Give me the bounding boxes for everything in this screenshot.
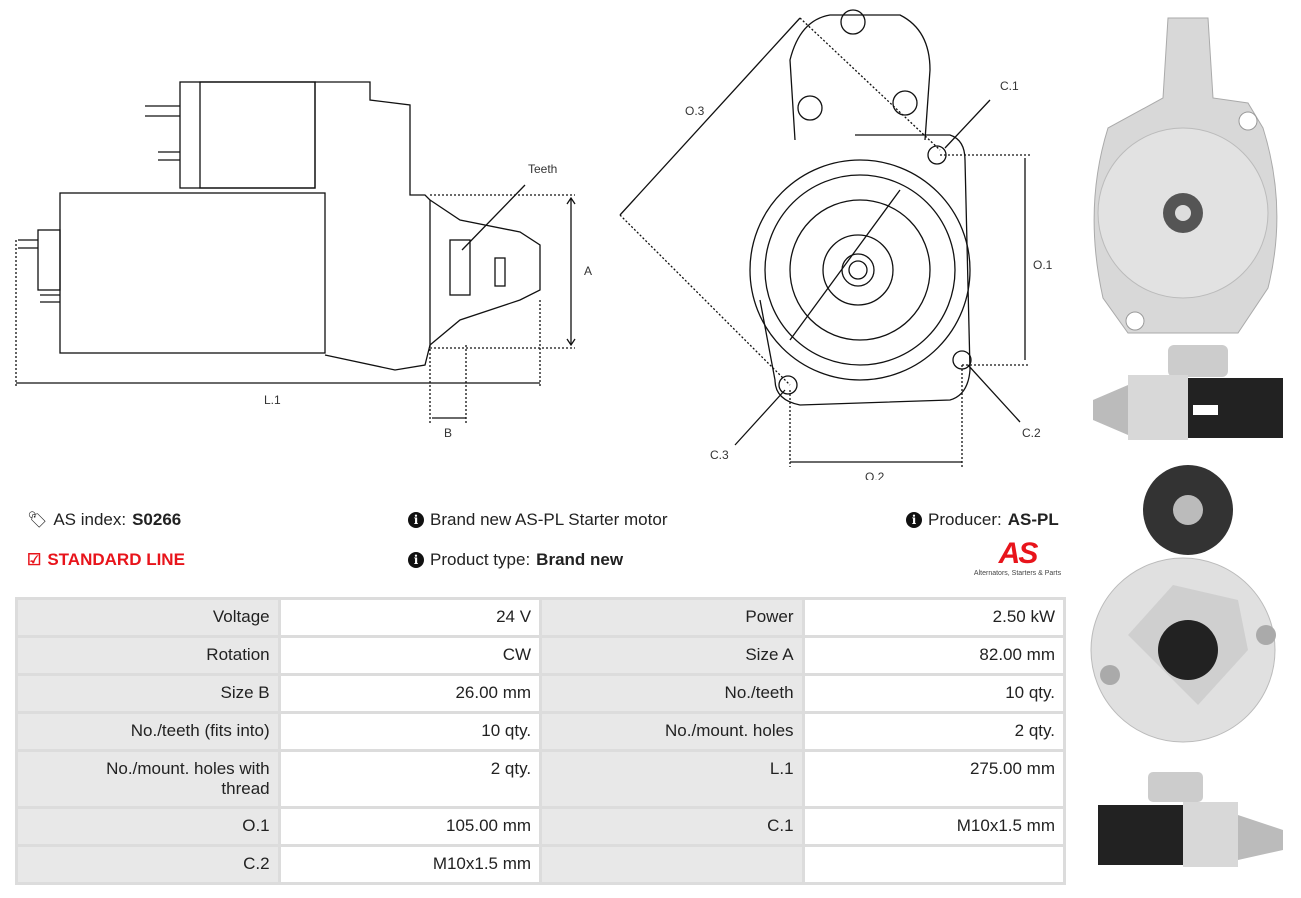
label-a: A bbox=[584, 264, 592, 278]
spec-label: Size B bbox=[15, 673, 281, 714]
label-l1: L.1 bbox=[264, 393, 281, 407]
product-photo-side bbox=[1088, 340, 1288, 458]
spec-value: M10x1.5 mm bbox=[801, 806, 1067, 847]
description: i Brand new AS-PL Starter motor bbox=[408, 510, 667, 530]
spec-value: 10 qty. bbox=[801, 673, 1067, 714]
description-text: Brand new AS-PL Starter motor bbox=[430, 510, 668, 529]
product-photo-front bbox=[1088, 8, 1288, 338]
spec-value: CW bbox=[277, 635, 543, 676]
product-type-value: Brand new bbox=[536, 550, 624, 569]
product-photo-side-2 bbox=[1088, 770, 1288, 890]
label-teeth: Teeth bbox=[528, 162, 557, 176]
as-index-value: S0266 bbox=[132, 510, 182, 529]
spec-value: 10 qty. bbox=[277, 711, 543, 752]
standard-line-badge: ☑ STANDARD LINE bbox=[27, 550, 185, 570]
product-type: i Product type: Brand new bbox=[408, 550, 623, 570]
spec-label: Rotation bbox=[15, 635, 281, 676]
spec-label: Power bbox=[539, 597, 805, 638]
label-b: B bbox=[444, 426, 452, 440]
spec-label: No./teeth (fits into) bbox=[15, 711, 281, 752]
spec-label: C.1 bbox=[539, 806, 805, 847]
spec-label: C.2 bbox=[15, 844, 281, 885]
spec-value: 2 qty. bbox=[801, 711, 1067, 752]
info-icon: i bbox=[906, 512, 922, 528]
producer: i Producer: AS-PL bbox=[906, 510, 1059, 530]
spec-label: No./mount. holes bbox=[539, 711, 805, 752]
tags-icon: 🏷 bbox=[27, 512, 48, 529]
spec-value: M10x1.5 mm bbox=[277, 844, 543, 885]
spec-value bbox=[801, 844, 1067, 885]
label-o3: O.3 bbox=[685, 104, 705, 118]
product-photo-rear bbox=[1088, 465, 1288, 765]
product-type-label: Product type: bbox=[430, 550, 531, 569]
spec-label: Voltage bbox=[15, 597, 281, 638]
spec-row: No./teeth (fits into)10 qty.No./mount. h… bbox=[15, 711, 1067, 752]
spec-value: 105.00 mm bbox=[277, 806, 543, 847]
line-label: STANDARD LINE bbox=[47, 550, 185, 569]
spec-value: 2 qty. bbox=[277, 749, 543, 809]
label-o1: O.1 bbox=[1033, 258, 1053, 272]
as-index: 🏷 AS index: S0266 bbox=[27, 510, 181, 530]
spec-value: 2.50 kW bbox=[801, 597, 1067, 638]
spec-label: L.1 bbox=[539, 749, 805, 809]
spec-label: No./mount. holes with thread bbox=[15, 749, 281, 809]
label-c1: C.1 bbox=[1000, 79, 1019, 93]
technical-drawing: Teeth A L.1 B O.3 C.1 O.1 C.2 O.2 C.3 bbox=[15, 9, 1053, 480]
front-view-drawing bbox=[619, 9, 1030, 467]
label-o2: O.2 bbox=[865, 470, 885, 480]
side-view-drawing bbox=[15, 81, 576, 425]
info-icon: i bbox=[408, 552, 424, 568]
spec-label: No./teeth bbox=[539, 673, 805, 714]
producer-label: Producer: bbox=[928, 510, 1002, 529]
as-pl-logo: AS Alternators, Starters & Parts bbox=[965, 537, 1070, 578]
label-c3: C.3 bbox=[710, 448, 729, 462]
logo-mark: AS bbox=[998, 537, 1039, 570]
checkbox-icon: ☑ bbox=[27, 552, 42, 569]
as-index-label: AS index: bbox=[53, 510, 127, 529]
spec-label: Size A bbox=[539, 635, 805, 676]
spec-value: 82.00 mm bbox=[801, 635, 1067, 676]
producer-value: AS-PL bbox=[1007, 510, 1059, 529]
spec-label bbox=[539, 844, 805, 885]
label-c2: C.2 bbox=[1022, 426, 1041, 440]
logo-tagline: Alternators, Starters & Parts bbox=[973, 570, 1062, 577]
spec-value: 275.00 mm bbox=[801, 749, 1067, 809]
spec-value: 24 V bbox=[277, 597, 543, 638]
info-icon: i bbox=[408, 512, 424, 528]
spec-value: 26.00 mm bbox=[277, 673, 543, 714]
spec-label: O.1 bbox=[15, 806, 281, 847]
